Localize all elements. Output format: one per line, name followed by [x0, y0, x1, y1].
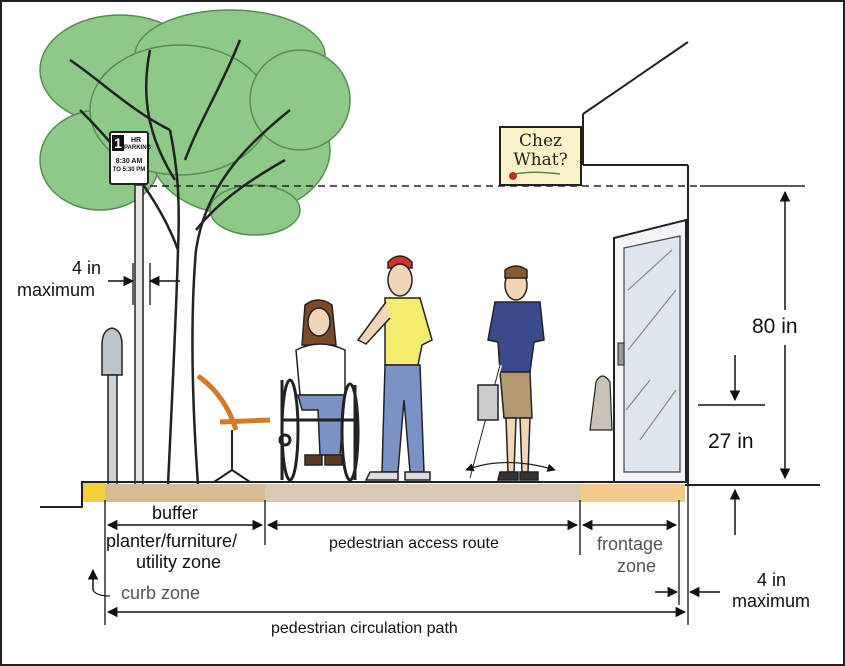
- ground-line: [40, 481, 685, 508]
- parking-sign-end: TO 5:30 PM: [112, 167, 146, 173]
- label-frontage: frontage: [597, 534, 664, 554]
- parking-sign-parking: PARKING: [124, 145, 152, 151]
- parking-sign-start: 8:30 AM: [115, 158, 143, 165]
- label-4in-bottom: 4 in: [757, 570, 787, 590]
- parking-sign-number: 1: [114, 135, 122, 151]
- access-route-ground: [265, 484, 580, 502]
- label-maximum-bottom: maximum: [732, 591, 811, 611]
- building: [582, 41, 689, 485]
- label-maximum-top: maximum: [17, 280, 96, 300]
- parking-sign-hr: HR: [130, 137, 142, 144]
- man-yellow-shirt: [356, 255, 433, 481]
- shop-sign-line2: What?: [513, 150, 568, 170]
- sign-post: [134, 184, 144, 486]
- label-pedestrian-access-route: pedestrian access route: [329, 535, 499, 552]
- man-with-cane: [465, 265, 556, 481]
- label-27in: 27 in: [708, 430, 754, 453]
- label-pedestrian-circulation-path: pedestrian circulation path: [271, 620, 458, 637]
- label-zone: zone: [617, 556, 657, 576]
- frontage-zone-ground: [580, 484, 685, 502]
- label-curb-zone: curb zone: [121, 583, 201, 603]
- label-80in: 80 in: [752, 315, 798, 338]
- label-planter-line2: utility zone: [136, 552, 222, 572]
- label-planter-line1: planter/furniture/: [106, 531, 238, 551]
- shopping-bag: [589, 375, 613, 431]
- label-buffer: buffer: [152, 503, 198, 523]
- buffer-zone-ground: [105, 484, 265, 502]
- tree-trunk: [69, 39, 291, 486]
- curb-zone: [82, 482, 105, 502]
- wheelchair-user: [278, 299, 360, 482]
- label-4in-top: 4 in: [72, 258, 102, 278]
- shop-sign-line1: Chez: [519, 131, 562, 151]
